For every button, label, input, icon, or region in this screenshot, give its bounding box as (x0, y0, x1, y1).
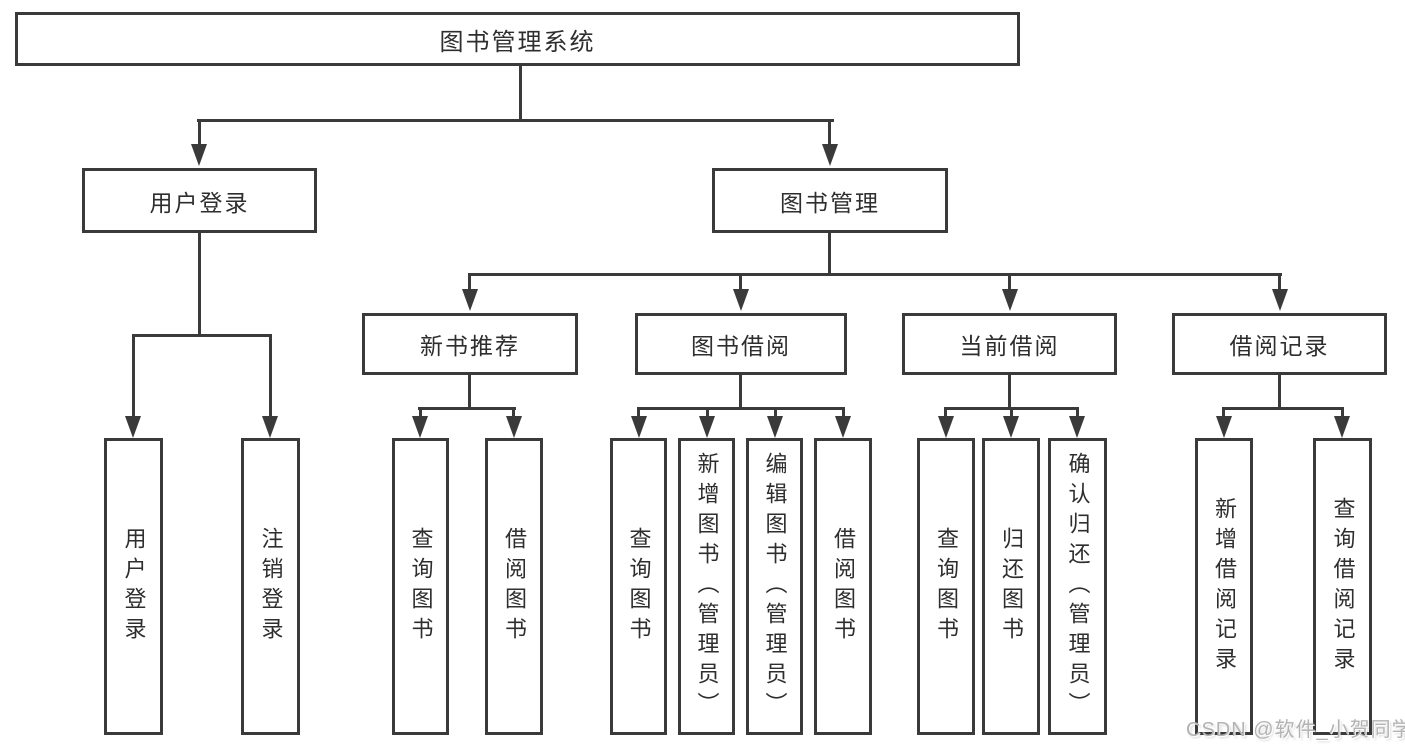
arrow-down-icon (1003, 416, 1019, 438)
arrow-down-icon (191, 144, 207, 166)
leaf-bookborrow-add-books-admin: 新增图书（管理员） (678, 438, 735, 735)
arrow-down-icon (506, 416, 522, 438)
connector-shaft-borrow-records (1278, 276, 1281, 290)
connector-borrowrecords-vertical (1278, 375, 1281, 409)
connector-shaft-leaf-user-login (132, 336, 135, 416)
connector-bookmgmt-horizontal (468, 273, 1282, 276)
node-book-management-label: 图书管理 (780, 189, 880, 216)
connector-borrowrecords-horizontal (1222, 407, 1344, 410)
leaf-newbooks-query-books-label: 查询图书 (408, 526, 434, 647)
arrow-down-icon (462, 289, 478, 311)
node-book-management: 图书管理 (712, 168, 948, 233)
node-user-login: 用户登录 (82, 168, 317, 233)
leaf-currentborrow-query-books-label: 查询图书 (934, 526, 959, 647)
connector-shaft-book-borrow (739, 276, 742, 290)
connector-shaft-nb-borrow (512, 409, 515, 418)
leaf-logout: 注销登录 (241, 438, 300, 735)
leaf-bookborrow-borrow-books: 借阅图书 (814, 438, 872, 735)
connector-userlogin-horizontal (132, 334, 272, 337)
node-current-borrow: 当前借阅 (902, 313, 1117, 375)
csdn-watermark: CSDN @软件_小贺同学 (1186, 719, 1405, 741)
arrow-down-icon (733, 289, 749, 311)
connector-shaft-cb-confirm (1076, 409, 1079, 418)
connector-shaft-cb-query (944, 409, 947, 418)
connector-shaft-br-query (1341, 409, 1344, 418)
leaf-currentborrow-confirm-return-admin: 确认归还（管理员） (1048, 438, 1107, 735)
leaf-records-add-borrow-record-label: 新增借阅记录 (1212, 496, 1237, 677)
arrow-down-icon (938, 416, 954, 438)
leaf-bookborrow-borrow-books-label: 借阅图书 (831, 526, 856, 647)
connector-shaft-bb-borrow (842, 409, 845, 418)
node-user-login-label: 用户登录 (149, 189, 250, 216)
node-root-label: 图书管理系统 (439, 28, 596, 56)
leaf-records-add-borrow-record: 新增借阅记录 (1195, 438, 1253, 735)
leaf-newbooks-query-books: 查询图书 (392, 438, 449, 735)
connector-currentborrow-horizontal (944, 407, 1079, 410)
leaf-records-query-borrow-record: 查询借阅记录 (1313, 438, 1372, 735)
leaf-currentborrow-return-books: 归还图书 (982, 438, 1040, 735)
leaf-bookborrow-edit-books-admin-label: 编辑图书（管理员） (762, 451, 788, 722)
leaf-currentborrow-query-books: 查询图书 (917, 438, 975, 735)
leaf-records-query-borrow-record-label: 查询借阅记录 (1330, 496, 1356, 677)
arrow-down-icon (1216, 416, 1232, 438)
leaf-bookborrow-add-books-admin-label: 新增图书（管理员） (694, 451, 720, 722)
arrow-down-icon (1334, 416, 1350, 438)
node-book-borrow: 图书借阅 (635, 313, 847, 375)
leaf-user-login-label: 用户登录 (121, 526, 147, 647)
leaf-bookborrow-query-books-label: 查询图书 (626, 526, 652, 647)
connector-shaft-cb-return (1010, 409, 1013, 418)
connector-newbooks-vertical (468, 375, 471, 409)
connector-shaft-book-mgmt (828, 121, 831, 146)
connector-shaft-leaf-logout (269, 336, 272, 416)
leaf-newbooks-borrow-books: 借阅图书 (485, 438, 543, 735)
connector-userlogin-vertical (198, 233, 201, 336)
connector-currentborrow-vertical (1008, 375, 1011, 409)
leaf-bookborrow-query-books: 查询图书 (610, 438, 667, 735)
leaf-user-login: 用户登录 (104, 438, 163, 735)
connector-shaft-current-borrow (1008, 276, 1011, 290)
node-borrow-records: 借阅记录 (1172, 313, 1387, 375)
leaf-currentborrow-return-books-label: 归还图书 (999, 526, 1024, 647)
connector-newbooks-horizontal (418, 407, 516, 410)
node-new-book-recommend-label: 新书推荐 (420, 333, 520, 359)
leaf-logout-label: 注销登录 (258, 526, 284, 647)
connector-shaft-bb-edit (774, 409, 777, 418)
node-new-book-recommend: 新书推荐 (362, 313, 578, 375)
connector-bookborrow-horizontal (637, 407, 845, 410)
node-current-borrow-label: 当前借阅 (959, 333, 1060, 359)
leaf-currentborrow-confirm-return-admin-label: 确认归还（管理员） (1065, 451, 1091, 722)
connector-root-horizontal (197, 119, 834, 122)
arrow-down-icon (412, 416, 428, 438)
connector-shaft-bb-add (706, 409, 709, 418)
arrow-down-icon (699, 416, 715, 438)
leaf-newbooks-borrow-books-label: 借阅图书 (502, 526, 527, 647)
arrow-down-icon (631, 416, 647, 438)
arrow-down-icon (835, 416, 851, 438)
node-root: 图书管理系统 (15, 12, 1020, 66)
arrow-down-icon (262, 416, 278, 438)
arrow-down-icon (125, 416, 141, 438)
leaf-bookborrow-edit-books-admin: 编辑图书（管理员） (746, 438, 803, 735)
connector-bookborrow-vertical (739, 375, 742, 409)
arrow-down-icon (1272, 289, 1288, 311)
arrow-down-icon (822, 144, 838, 166)
connector-shaft-user-login (198, 121, 201, 146)
connector-shaft-new-books (468, 276, 471, 290)
arrow-down-icon (1069, 416, 1085, 438)
node-borrow-records-label: 借阅记录 (1229, 333, 1330, 359)
connector-shaft-bb-query (637, 409, 640, 418)
connector-shaft-nb-query (419, 409, 422, 418)
connector-bookmgmt-vertical (828, 233, 831, 276)
arrow-down-icon (1002, 289, 1018, 311)
connector-shaft-br-add (1222, 409, 1225, 418)
arrow-down-icon (767, 416, 783, 438)
connector-root-vertical (519, 66, 522, 121)
node-book-borrow-label: 图书借阅 (691, 333, 791, 359)
